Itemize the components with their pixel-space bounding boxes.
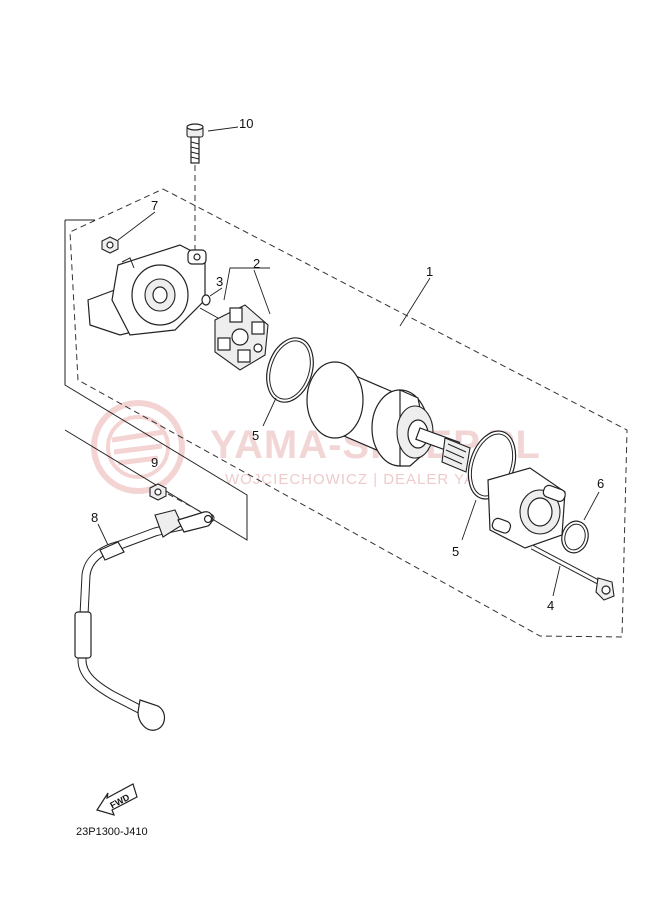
part-4-long-bolt bbox=[530, 544, 615, 601]
part-8-starter-cable bbox=[74, 509, 215, 731]
callout-9: 9 bbox=[151, 455, 158, 470]
callout-8: 8 bbox=[91, 510, 98, 525]
callout-labels: 1 2 3 4 5 5 6 7 8 9 10 bbox=[91, 116, 604, 613]
motor-yoke bbox=[306, 361, 471, 473]
callout-7: 7 bbox=[151, 198, 158, 213]
part-9-nut bbox=[149, 483, 206, 515]
part-5-o-ring-upper bbox=[266, 337, 314, 403]
callout-5-upper: 5 bbox=[252, 428, 259, 443]
assembly-boundary-1 bbox=[69, 188, 628, 638]
fwd-arrow-icon: FWD bbox=[96, 783, 138, 816]
diagram-code: 23P1300-J410 bbox=[76, 826, 148, 838]
part-2-brush-holder bbox=[199, 304, 269, 371]
watermark-logo bbox=[91, 400, 185, 494]
front-cover-bracket bbox=[87, 244, 207, 336]
callout-2: 2 bbox=[253, 256, 260, 271]
callout-6: 6 bbox=[597, 476, 604, 491]
callout-5-lower: 5 bbox=[452, 544, 459, 559]
callout-10: 10 bbox=[239, 116, 253, 131]
part-10-bolt bbox=[186, 123, 204, 250]
leader-lines bbox=[97, 126, 600, 597]
part-3-small-o-ring bbox=[201, 294, 211, 306]
part-7-nut bbox=[101, 236, 119, 254]
watermark-subtext: WOJCIECHOWICZ | DEALER YAMAHA bbox=[225, 471, 522, 488]
assembly-panel-outline bbox=[64, 220, 248, 541]
callout-3: 3 bbox=[216, 274, 223, 289]
rear-cover bbox=[487, 467, 566, 549]
callout-1: 1 bbox=[426, 264, 433, 279]
callout-4: 4 bbox=[547, 598, 554, 613]
